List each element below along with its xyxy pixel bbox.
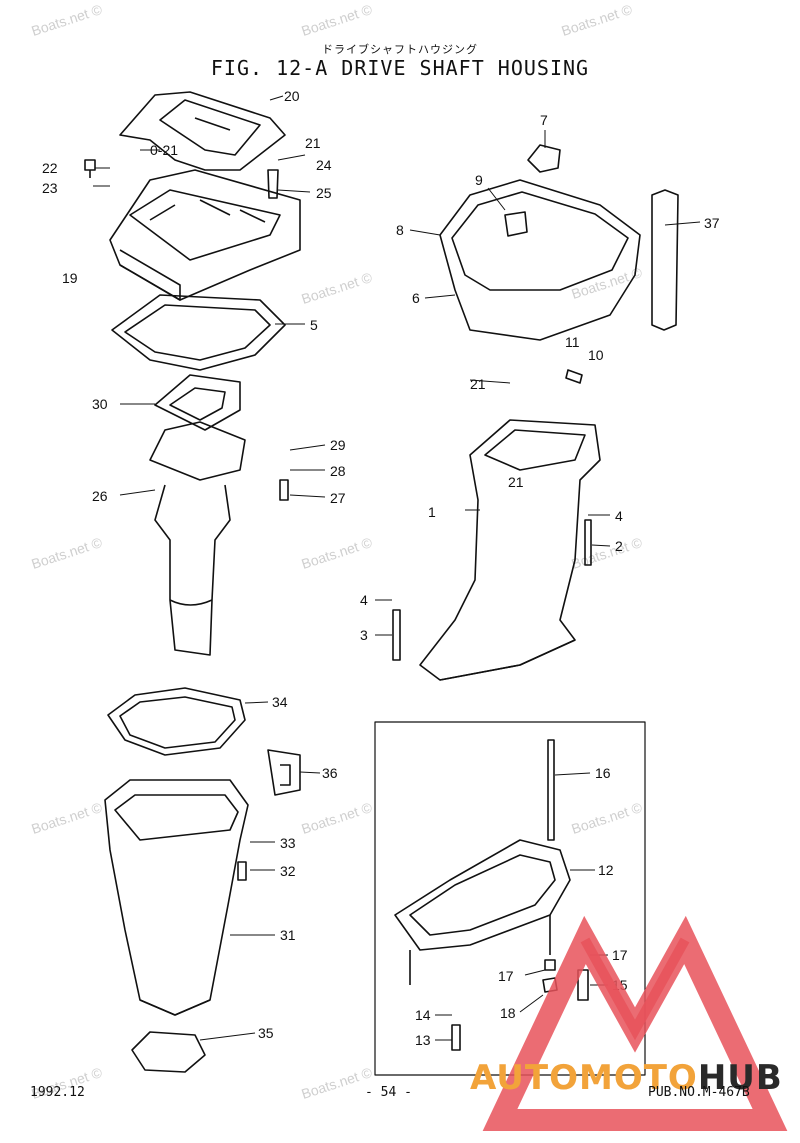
bolt-10 <box>565 369 583 384</box>
apron-31 <box>104 779 249 1016</box>
callout-35: 35 <box>258 1025 274 1041</box>
callout-1: 1 <box>428 504 436 520</box>
stud-3 <box>392 609 401 661</box>
callout-26: 26 <box>92 488 108 504</box>
callout-28: 28 <box>330 463 346 479</box>
gasket-20 <box>119 91 286 171</box>
automotohub-logo-text: AUTOMOTOHUB <box>470 1058 783 1098</box>
footer-date: 1992.12 <box>30 1085 85 1100</box>
callout-9: 9 <box>475 172 483 188</box>
grommet-7 <box>527 144 561 173</box>
callout-4-left: 4 <box>360 592 368 608</box>
logo-text-hub: HUB <box>697 1058 783 1098</box>
exhaust-guide-26 <box>149 421 246 481</box>
callout-21-inner: 21 <box>508 474 524 490</box>
bolt-13 <box>451 1024 461 1051</box>
callout-27: 27 <box>330 490 346 506</box>
bolt-32 <box>237 861 247 881</box>
callout-11: 11 <box>565 334 580 350</box>
callout-3: 3 <box>360 627 368 643</box>
callout-25: 25 <box>316 185 332 201</box>
callout-37: 37 <box>704 215 720 231</box>
callout-23: 23 <box>42 180 58 196</box>
callout-4-right: 4 <box>615 508 623 524</box>
callout-10: 10 <box>588 347 604 363</box>
callout-20: 20 <box>284 88 300 104</box>
callout-12: 12 <box>598 862 614 878</box>
bolt-24 <box>267 169 279 199</box>
callout-33: 33 <box>280 835 296 851</box>
water-tube-37 <box>651 189 679 331</box>
callout-13: 13 <box>415 1032 431 1048</box>
japanese-title: ドライブシャフトハウジング <box>322 43 478 56</box>
bolt-15 <box>577 969 589 1001</box>
callout-22: 22 <box>42 160 58 176</box>
callout-8: 8 <box>396 222 404 238</box>
callout-21-housing: 21 <box>470 376 486 392</box>
callout-0-21: 0-21 <box>150 142 179 158</box>
seal-35 <box>131 1031 206 1073</box>
callout-16: 16 <box>595 765 611 781</box>
callout-32: 32 <box>280 863 296 879</box>
gasket-34 <box>107 687 246 756</box>
automotohub-logo-mark <box>482 915 788 1131</box>
callout-21: 21 <box>305 135 321 151</box>
callout-7: 7 <box>540 112 548 128</box>
bolt-22 <box>84 159 96 178</box>
callout-31: 31 <box>280 927 296 943</box>
callout-19: 19 <box>62 270 78 286</box>
callout-30: 30 <box>92 396 108 412</box>
callout-14: 14 <box>415 1007 431 1023</box>
stud-16 <box>547 739 555 841</box>
callout-18: 18 <box>500 1005 516 1021</box>
bolt-27 <box>279 479 289 501</box>
gasket-5 <box>111 294 286 371</box>
footer-pub-number: PUB.NO.M-467B <box>648 1085 750 1100</box>
bottom-cowl-6 <box>439 179 641 341</box>
callout-6: 6 <box>412 290 420 306</box>
callout-34: 34 <box>272 694 288 710</box>
upper-mount-block <box>109 169 301 301</box>
callout-17-left: 17 <box>498 968 514 984</box>
callout-5: 5 <box>310 317 318 333</box>
callout-2: 2 <box>615 538 623 554</box>
stud-2 <box>584 519 592 566</box>
callout-29: 29 <box>330 437 346 453</box>
callout-17-right: 17 <box>612 947 628 963</box>
kit-frame <box>374 721 646 1076</box>
nut-17 <box>544 959 556 971</box>
mount-plate-12 <box>394 839 571 951</box>
callout-24: 24 <box>316 157 332 173</box>
logo-text-auto: AUTO <box>470 1058 579 1098</box>
plate-30 <box>154 374 241 431</box>
footer-page-number: - 54 - <box>365 1085 412 1100</box>
logo-text-moto: MOTO <box>578 1058 698 1098</box>
callout-36: 36 <box>322 765 338 781</box>
clip-36 <box>267 749 301 796</box>
figure-title: FIG. 12-A DRIVE SHAFT HOUSING <box>210 56 590 80</box>
